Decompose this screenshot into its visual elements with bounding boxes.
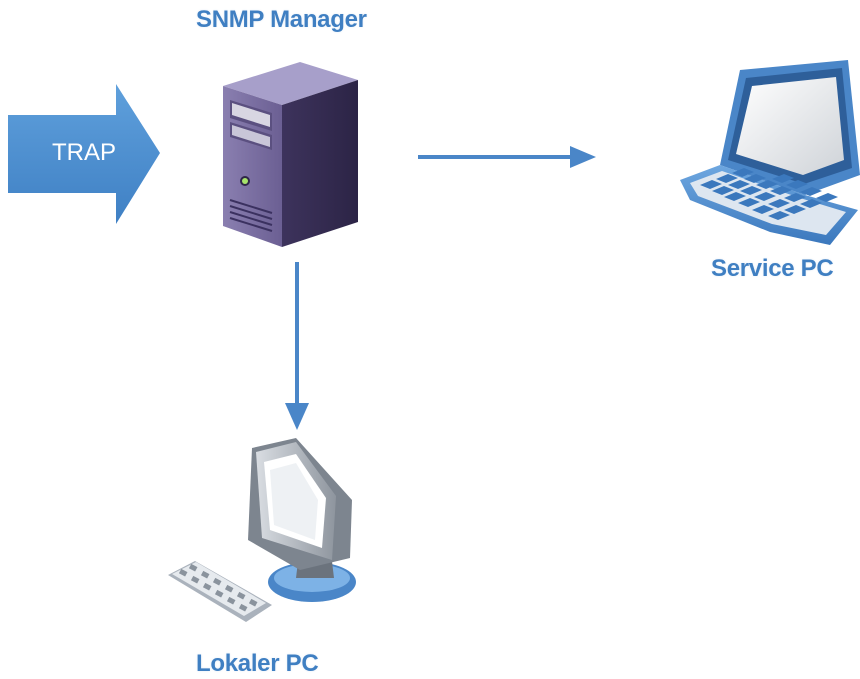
service-pc-label: Service PC [711,255,834,282]
lokaler-pc-label: Lokaler PC [196,650,319,677]
trap-arrow [8,84,160,224]
edge-manager-to-local [285,262,309,430]
edge-manager-to-service [418,146,596,168]
desktop-pc-icon [168,438,356,622]
snmp-manager-label: SNMP Manager [196,6,367,33]
trap-label: TRAP [52,139,117,166]
server-tower-icon [223,62,358,247]
laptop-icon [680,60,860,245]
